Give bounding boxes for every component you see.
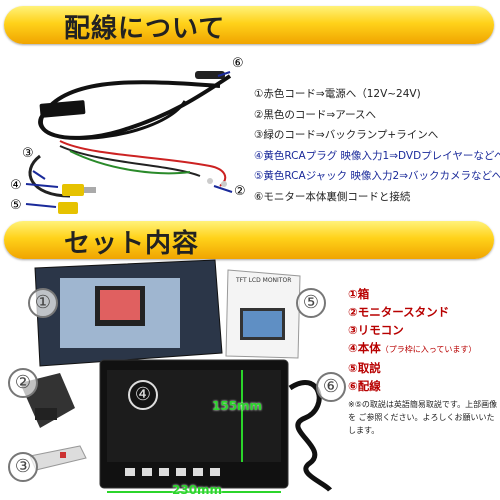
wire-label-2: ② (234, 184, 246, 199)
set-item: ①箱 (348, 287, 370, 301)
set-item: ⑥配線 (348, 379, 381, 393)
wiring-item: ⑥モニター本体裏側コードと接続 (254, 190, 411, 203)
set-item: ⑤取説 (348, 361, 381, 375)
set-contents-banner: セット内容 (4, 221, 494, 259)
wiring-title: 配線について (64, 14, 226, 44)
wiring-item: ②黒色のコード⇒アースへ (254, 108, 377, 121)
item-marker-4: ④ (128, 380, 158, 410)
set-item: ②モニタースタンド (348, 305, 450, 319)
wire-label-6: ⑥ (232, 56, 244, 71)
item-marker-2: ② (8, 368, 38, 398)
set-item: ③リモコン (348, 323, 404, 337)
wiring-banner: 配線について (4, 6, 494, 44)
wiring-item: ④黄色RCAプラグ 映像入力1⇒DVDプレイヤーなどへ (254, 149, 500, 162)
wiring-item: ③緑のコード⇒バックランプ+ラインへ (254, 129, 439, 141)
set-contents-title: セット内容 (64, 229, 200, 259)
set-contents-list: ①箱 ②モニタースタンド ③リモコン ④本体（プラ枠に入っています） ⑤取説 ⑥… (348, 285, 498, 395)
manual-brand-text: TFT LCD MONITOR (235, 277, 291, 284)
set-footnote: ※⑤の取説は英語簡易取説です。上部画像を ご参照ください。よろしくお願いいたしま… (348, 400, 498, 435)
width-dimension: 230mm (172, 483, 223, 497)
item-marker-1: ① (28, 288, 58, 318)
wiring-item: ⑤黄色RCAジャック 映像入力2⇒バックカメラなどへ (254, 170, 500, 182)
set-item: ④本体（プラ枠に入っています） (348, 341, 477, 355)
item-marker-3: ③ (8, 452, 38, 482)
wiring-list: ①赤色コード⇒電源へ（12V~24V) ②黒色のコード⇒アースへ ③緑のコード⇒… (254, 84, 500, 207)
wire-label-4: ④ (10, 178, 22, 193)
item-marker-6: ⑥ (316, 372, 346, 402)
height-dimension: 155mm (212, 399, 263, 413)
wire-label-5: ⑤ (10, 198, 22, 213)
wire-label-3: ③ (22, 146, 34, 161)
set-item-note: （プラ枠に入っています） (380, 345, 477, 354)
wiring-cable-photo (25, 71, 233, 214)
item-marker-5: ⑤ (296, 288, 326, 318)
wiring-item: ①赤色コード⇒電源へ（12V~24V) (254, 88, 421, 100)
